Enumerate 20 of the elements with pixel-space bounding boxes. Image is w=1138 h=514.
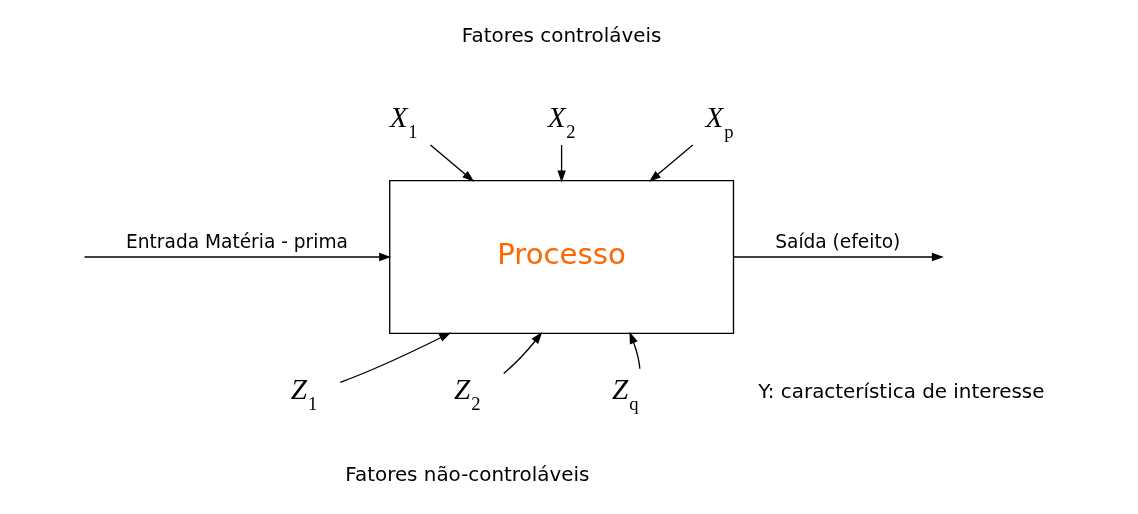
arrow	[649, 144, 694, 182]
arrow	[429, 144, 475, 182]
node-text: Z$_{q}$	[612, 373, 639, 414]
edge-label: Saída (efeito)	[775, 230, 901, 252]
node-box: Processo	[389, 180, 735, 334]
arrow	[733, 252, 944, 262]
label: Fatores controláveis	[461, 23, 662, 47]
edge-label: Entrada Matéria - prima	[126, 230, 348, 252]
arrow	[339, 332, 452, 383]
node-text: X$_{p}$	[705, 101, 734, 142]
node-text: X$_{2}$	[547, 101, 576, 142]
node-text: X$_{1}$	[389, 101, 418, 142]
label: Fatores não-controláveis	[345, 463, 590, 487]
arrow	[503, 332, 543, 375]
arrow	[83, 252, 392, 262]
node-text: Z$_{2}$	[454, 373, 481, 414]
node-text: Z$_{1}$	[290, 373, 318, 414]
arrow	[629, 331, 641, 370]
label: Y: característica de interesse	[758, 379, 1045, 403]
arrow	[557, 144, 566, 183]
